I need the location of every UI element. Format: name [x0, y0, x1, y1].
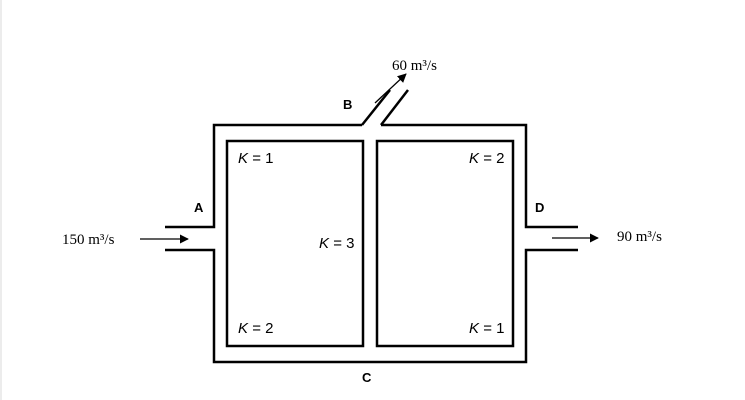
- branch-b-wall-right: [380, 89, 409, 126]
- node-c-label: C: [362, 370, 372, 385]
- outlet-top-flow-arrow: [374, 73, 407, 104]
- outlet-top-flow-label: 60 m³/s: [392, 58, 437, 74]
- outer-duct-wall: [165, 123, 578, 364]
- page-edge-rule: [0, 0, 2, 400]
- left-inner-loop: [225, 139, 365, 348]
- k-label-bottom-left: K = 2: [238, 320, 273, 337]
- k-label-bottom-right: K = 1: [469, 320, 504, 337]
- k-label-middle: K = 3: [319, 235, 354, 252]
- inlet-flow-label: 150 m³/s: [62, 232, 115, 248]
- k-label-top-left: K = 1: [238, 150, 273, 167]
- node-b-label: B: [343, 97, 352, 112]
- k-label-top-right: K = 2: [469, 150, 504, 167]
- node-a-label: A: [194, 200, 204, 215]
- right-inner-loop: [375, 139, 515, 348]
- outlet-right-flow-label: 90 m³/s: [617, 229, 662, 245]
- branch-b-wall-left: [361, 89, 391, 126]
- node-d-label: D: [535, 200, 544, 215]
